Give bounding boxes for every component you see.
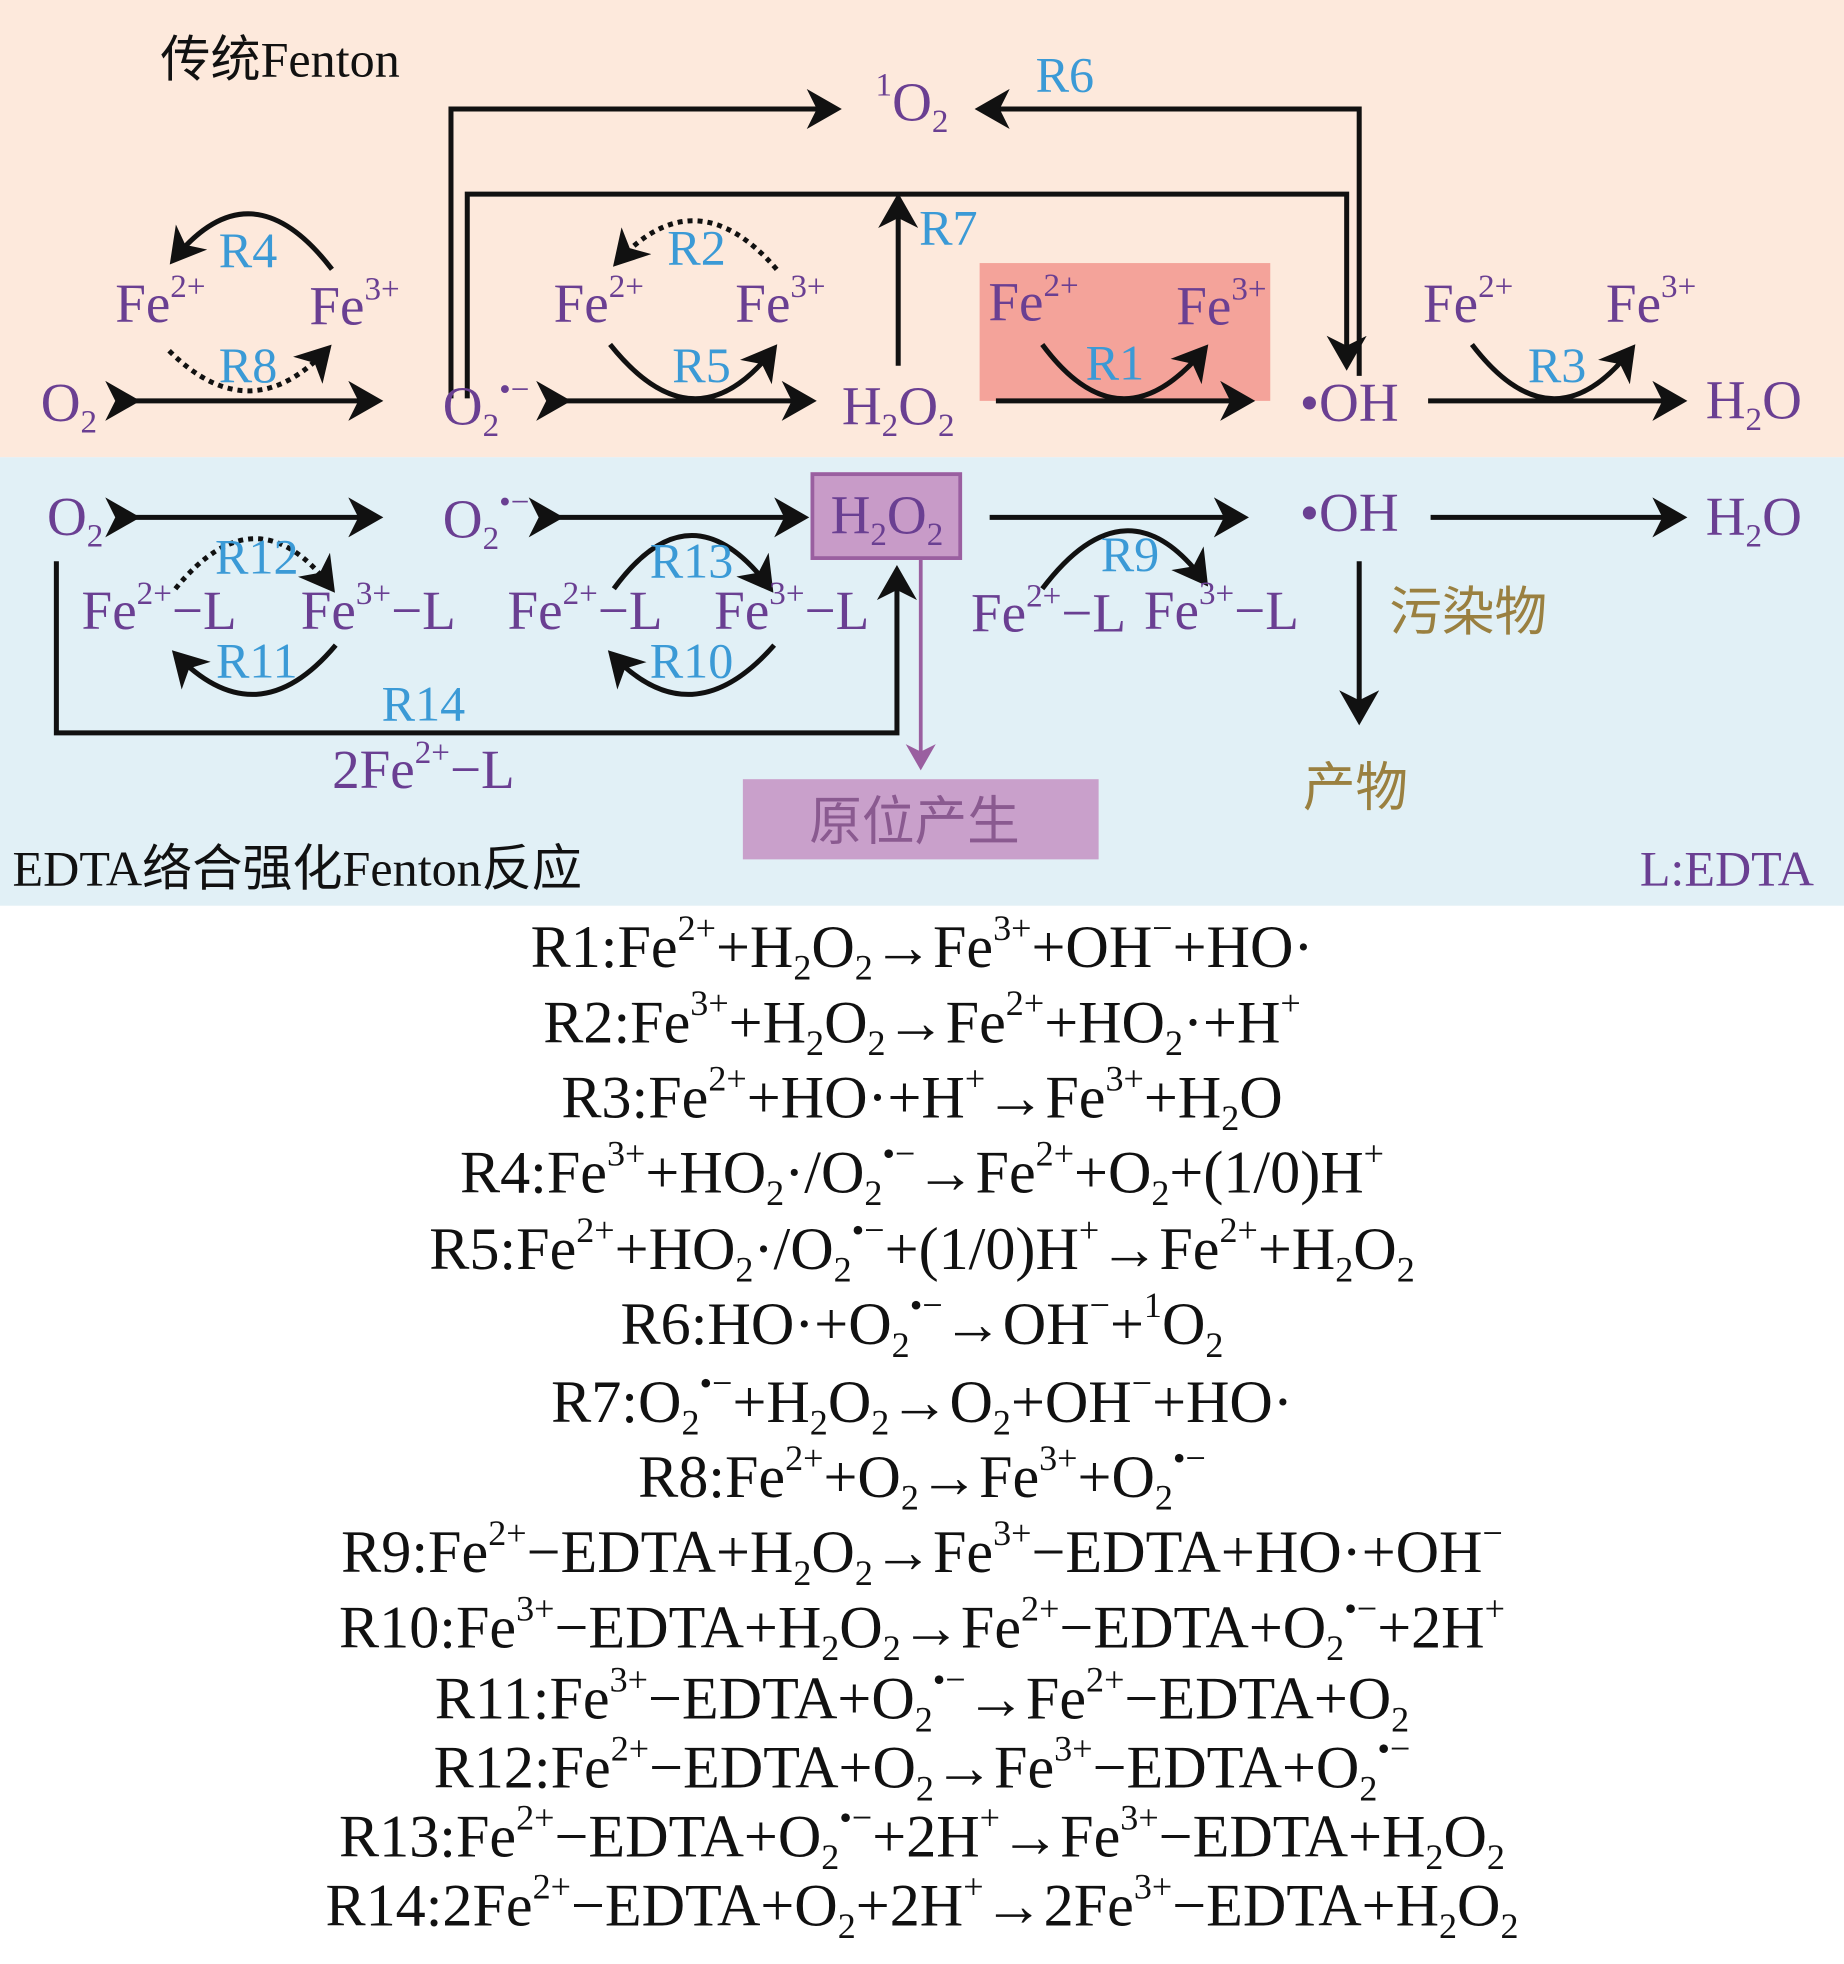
label-r1: R1 xyxy=(1085,334,1145,391)
arc-r13 xyxy=(611,533,774,593)
singlet-oxygen: 1O2 xyxy=(875,65,949,140)
label-r12: R12 xyxy=(215,528,299,586)
label-r9: R9 xyxy=(1100,526,1160,583)
two-fe2l: 2Fe2+−L xyxy=(332,733,515,801)
equation-r13: R13:Fe2+−EDTA+O2•−+2H+→Fe3+−EDTA+H2O2 xyxy=(339,1798,1505,1878)
superoxide-bottom: O2•− xyxy=(442,482,530,557)
label-r10: R10 xyxy=(649,632,734,689)
o2-top: O2 xyxy=(40,372,98,440)
arrows-layer xyxy=(53,88,1688,771)
arc-r5 xyxy=(608,342,778,402)
label-r11: R11 xyxy=(215,632,298,689)
fe3l-r10: Fe3+−L xyxy=(714,573,870,642)
fe2l-r9: Fe2+−L xyxy=(970,576,1127,644)
in-situ-box xyxy=(742,779,1099,860)
arc-r12 xyxy=(173,536,335,593)
equation-r1: R1:Fe2++H2O2→Fe3++OH−+HO· xyxy=(530,908,1314,989)
h2o2-box xyxy=(810,472,963,560)
arc-r1 xyxy=(1040,343,1209,402)
equation-r8: R8:Fe2++O2→Fe3++O2•− xyxy=(638,1438,1206,1519)
edta-fenton-title: EDTA络合强化Fenton反应 xyxy=(12,840,582,897)
superoxide-top: O2•− xyxy=(442,369,530,444)
label-r4: R4 xyxy=(218,221,278,279)
label-r8: R8 xyxy=(218,336,278,394)
label-r7: R7 xyxy=(919,199,978,256)
equation-r7: R7:O2•−+H2O2→O2+OH−+HO· xyxy=(551,1363,1293,1444)
arc-r3 xyxy=(1469,342,1636,402)
fe2-r1: Fe2+ xyxy=(988,265,1079,334)
fe2l-r10: Fe2+−L xyxy=(507,573,663,642)
arc-r10 xyxy=(607,643,777,697)
arrow-r14-loop xyxy=(53,561,917,736)
arc-r2 xyxy=(612,218,779,271)
fe3-r2: Fe3+ xyxy=(735,267,826,335)
o2-bottom: O2 xyxy=(46,486,104,554)
in-situ-label: 原位产生 xyxy=(809,794,1020,852)
fe2l-r11: Fe2+−L xyxy=(81,573,237,642)
equation-r6: R6:HO·+O2•−→OH−+1O2 xyxy=(620,1285,1224,1366)
ligand-legend: L:EDTA xyxy=(1639,840,1814,897)
arc-r8 xyxy=(167,344,332,394)
label-r5: R5 xyxy=(672,336,731,394)
oh-top: •OH xyxy=(1299,372,1399,434)
fe3l-r9: Fe3+−L xyxy=(1143,573,1299,642)
fe3-r1: Fe3+ xyxy=(1176,269,1267,337)
h2o-top: H2O xyxy=(1705,369,1802,438)
equation-r2: R2:Fe3++H2O2→Fe2++HO2·+H+ xyxy=(543,983,1301,1064)
pollutant-label: 污染物 xyxy=(1389,585,1548,643)
label-r3: R3 xyxy=(1527,336,1587,394)
arc-r4 xyxy=(169,211,334,271)
r1-highlight-box xyxy=(979,263,1271,401)
product-label: 产物 xyxy=(1302,760,1409,819)
fe3-r4: Fe3+ xyxy=(309,269,400,337)
equation-r12: R12:Fe2+−EDTA+O2→Fe3+−EDTA+O2•− xyxy=(433,1729,1411,1810)
arrow-to-singlet-o2 xyxy=(448,88,842,399)
label-r13: R13 xyxy=(649,532,734,589)
label-r2: R2 xyxy=(667,219,726,276)
equation-r3: R3:Fe2++HO·+H+→Fe3++H2O xyxy=(561,1059,1283,1139)
equation-r9: R9:Fe2+−EDTA+H2O2→Fe3+−EDTA+HO·+OH− xyxy=(341,1513,1503,1594)
equation-r5: R5:Fe2++HO2·/O2•−+(1/0)H+→Fe2++H2O2 xyxy=(429,1210,1415,1291)
equation-r11: R11:Fe3+−EDTA+O2•−→Fe2+−EDTA+O2 xyxy=(434,1660,1410,1741)
arc-r11 xyxy=(171,643,338,697)
traditional-fenton-title: 传统Fenton xyxy=(160,31,400,88)
equation-r10: R10:Fe3+−EDTA+H2O2→Fe2+−EDTA+O2•−+2H+ xyxy=(339,1588,1505,1669)
oh-bottom: •OH xyxy=(1299,482,1399,544)
h2o-bottom: H2O xyxy=(1705,486,1802,554)
label-r14: R14 xyxy=(381,675,466,732)
fe2-r3: Fe2+ xyxy=(1423,267,1514,335)
arc-r9 xyxy=(1040,528,1209,591)
equation-r4: R4:Fe3++HO2·/O2•−→Fe2++O2+(1/0)H+ xyxy=(459,1134,1385,1214)
h2o2-top: H2O2 xyxy=(841,375,955,444)
h2o2-bottom: H2O2 xyxy=(830,484,944,553)
fe3l-r11: Fe3+−L xyxy=(300,573,456,642)
label-r6: R6 xyxy=(1035,46,1095,103)
fe2-r2: Fe2+ xyxy=(553,267,644,335)
fe2-r4: Fe2+ xyxy=(115,267,206,335)
fe3-r3: Fe3+ xyxy=(1605,267,1697,335)
equation-r14: R14:2Fe2+−EDTA+O2+2H+→2Fe3+−EDTA+H2O2 xyxy=(325,1867,1519,1947)
arrow-oh-to-singlet-o2 xyxy=(974,88,1362,376)
